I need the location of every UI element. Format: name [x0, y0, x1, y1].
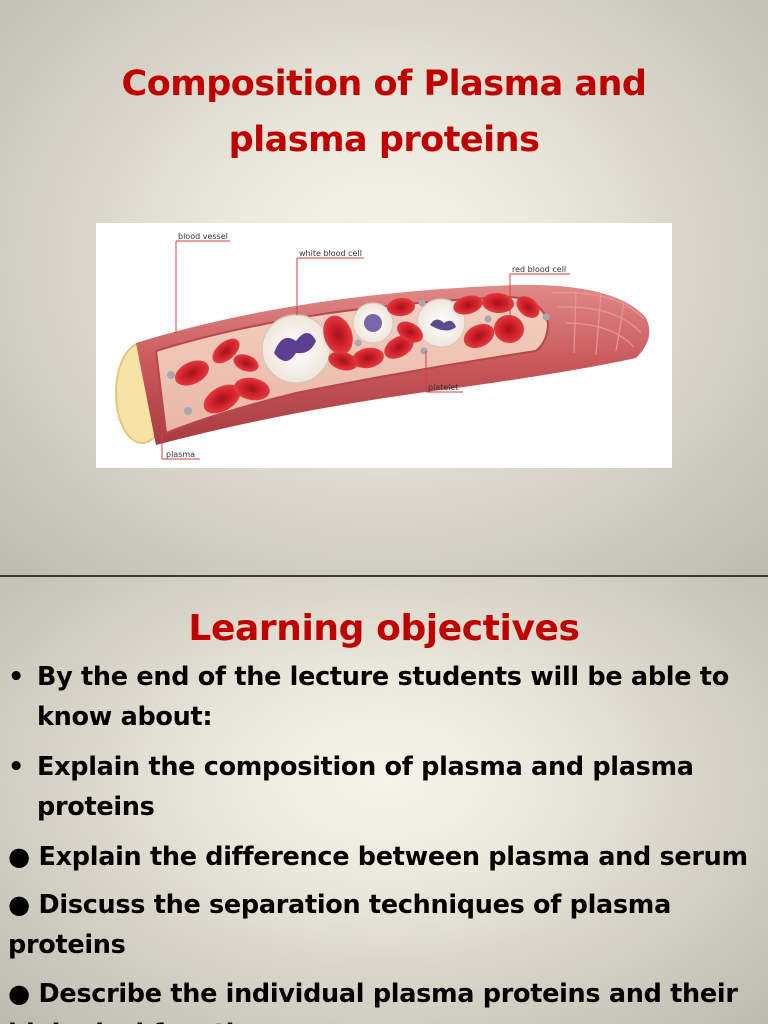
label-plasma: plasma	[166, 450, 195, 459]
objective-line: proteins	[37, 792, 155, 822]
label-blood-vessel: blood vessel	[178, 232, 228, 241]
objective-item: ● Discuss the separation techniques of p…	[0, 885, 768, 965]
red-blood-cell	[328, 351, 358, 371]
platelet	[354, 339, 362, 347]
objective-text: ● Explain the difference between plasma …	[8, 842, 748, 872]
objective-item: ● Explain the difference between plasma …	[0, 837, 768, 877]
label-white-blood-cell: white blood cell	[299, 249, 362, 258]
slide-1-title-line-2: plasma proteins	[228, 120, 540, 160]
platelet	[167, 371, 175, 379]
red-blood-cell	[323, 315, 353, 355]
white-blood-cell-right-nucleus	[430, 319, 456, 331]
objective-text: Explain the composition of plasma and pl…	[37, 747, 757, 827]
platelet	[184, 407, 192, 415]
objective-text: By the end of the lecture students will …	[37, 657, 757, 737]
red-blood-cell	[352, 347, 384, 369]
red-blood-cell	[463, 323, 495, 349]
red-blood-cell	[203, 384, 241, 414]
label-platelet: platelet	[428, 383, 459, 392]
red-blood-cell	[212, 338, 240, 364]
objective-item: ● Describe the individual plasma protein…	[0, 974, 768, 1024]
objective-line: ● Describe the individual plasma protein…	[8, 979, 738, 1009]
slide-2-title: Learning objectives	[188, 608, 580, 649]
red-blood-cell	[453, 295, 483, 315]
red-blood-cell	[387, 297, 415, 317]
platelet	[484, 315, 492, 323]
slide-1: Composition of Plasma and plasma protein…	[0, 0, 768, 575]
white-blood-cell-nucleus	[274, 333, 316, 361]
objective-line: biological functions	[8, 1014, 758, 1024]
red-blood-cells	[175, 292, 540, 414]
bullet: •	[8, 752, 24, 782]
objective-text: ● Describe the individual plasma protein…	[8, 974, 758, 1024]
platelet	[418, 299, 426, 307]
vessel-wall-texture	[550, 290, 645, 356]
objective-line: know about:	[37, 702, 213, 732]
objective-text: ● Discuss the separation techniques of p…	[8, 885, 758, 965]
objective-line: proteins	[8, 930, 126, 960]
red-blood-cell	[233, 354, 259, 372]
slide-1-title-line-1: Composition of Plasma and	[121, 64, 647, 104]
slide-1-title: Composition of Plasma and plasma protein…	[0, 56, 768, 168]
objective-item: • Explain the composition of plasma and …	[0, 747, 768, 827]
blood-vessel-illustration: blood vessel white blood cell red blood …	[96, 223, 672, 468]
red-blood-cell	[175, 360, 209, 386]
red-blood-cell	[482, 292, 514, 314]
objective-line: ● Discuss the separation techniques of p…	[8, 890, 671, 920]
platelet	[542, 313, 550, 321]
label-red-blood-cell: red blood cell	[512, 265, 566, 274]
red-blood-cell	[234, 377, 270, 401]
platelets	[167, 299, 550, 415]
objective-line: By the end of the lecture students will …	[37, 662, 729, 692]
objective-item: • By the end of the lecture students wil…	[0, 657, 768, 737]
white-blood-cell-small-nucleus	[364, 314, 382, 332]
slide-2: Learning objectives • By the end of the …	[0, 577, 768, 1024]
red-blood-cell	[494, 314, 524, 344]
bullet: •	[8, 662, 24, 692]
red-blood-cell	[397, 321, 423, 343]
objective-line: Explain the composition of plasma and pl…	[37, 752, 694, 782]
blood-vessel-svg: blood vessel white blood cell red blood …	[115, 232, 650, 460]
red-blood-cell	[516, 296, 540, 318]
label-lines	[161, 240, 570, 460]
red-blood-cell	[384, 335, 414, 359]
